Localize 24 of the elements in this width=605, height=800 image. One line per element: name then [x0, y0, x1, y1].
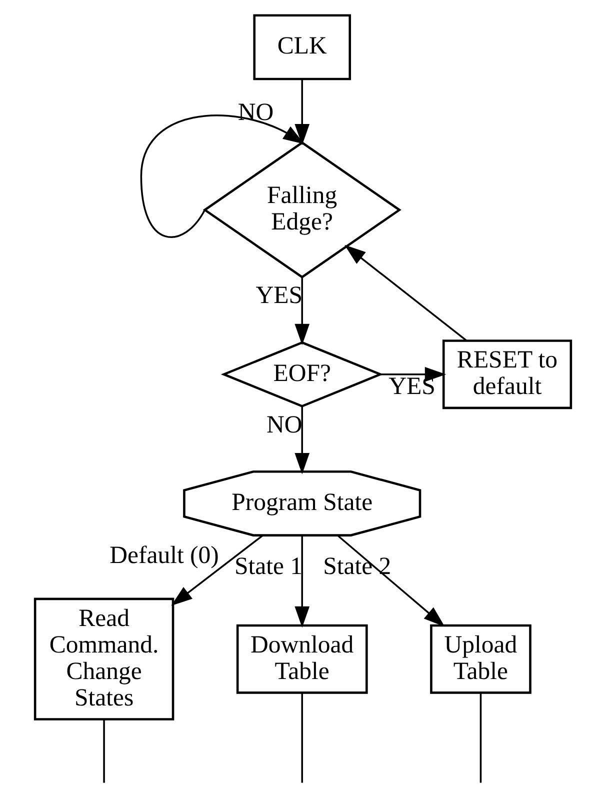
- node-box: CLK: [252, 14, 351, 80]
- arrow: [337, 535, 444, 627]
- arrow: [294, 80, 310, 146]
- arrow: [140, 114, 304, 238]
- connector: [300, 692, 302, 783]
- arrow: [294, 536, 310, 628]
- edge-label: Default (0): [109, 542, 218, 569]
- arrow: [294, 277, 310, 346]
- node-box: Download Table: [236, 624, 368, 694]
- edge-label: State 1: [234, 553, 302, 580]
- node-diamond: Falling Edge?: [202, 141, 401, 278]
- arrow: [294, 406, 310, 474]
- arrow: [380, 366, 446, 382]
- node-box: RESET to default: [442, 340, 572, 410]
- arrow: [170, 534, 263, 606]
- connector: [102, 720, 104, 783]
- connector: [479, 692, 482, 783]
- arrow: [344, 244, 466, 342]
- edge-label: NO: [237, 98, 274, 126]
- edge-label: NO: [266, 412, 302, 439]
- edge-label: YES: [255, 282, 302, 309]
- node-box: Read Command. Change States: [33, 598, 174, 720]
- node-box: Upload Table: [430, 624, 531, 694]
- node-diamond: EOF?: [220, 341, 383, 408]
